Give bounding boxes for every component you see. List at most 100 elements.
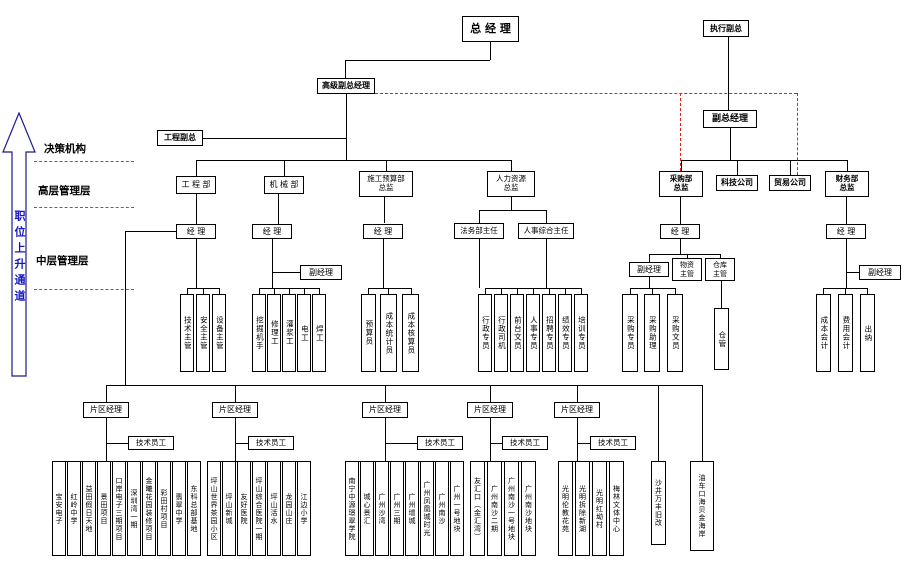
connector-line bbox=[680, 239, 681, 254]
connector-line bbox=[106, 443, 128, 444]
role-personnel-specialist: 人事专员 bbox=[526, 294, 540, 372]
project-site-box: 彩田村项目 bbox=[157, 461, 171, 556]
project-site-box: 坪山活水 bbox=[267, 461, 281, 556]
tech-company-box: 科技公司 bbox=[716, 175, 758, 191]
role-admin-specialist: 行政专员 bbox=[478, 294, 492, 372]
project-site-box: 广州三期 bbox=[390, 461, 404, 556]
manager-machinery-box: 经 理 bbox=[252, 224, 292, 239]
connector-line bbox=[479, 239, 480, 288]
connector-line bbox=[196, 160, 197, 176]
role-cost-statistician: 成本统计员 bbox=[380, 294, 397, 372]
connector-line bbox=[388, 288, 389, 294]
role-performance-specialist: 绩效专员 bbox=[558, 294, 572, 372]
connector-line bbox=[823, 288, 824, 294]
project-site-box: 友汇口（金汇湾） bbox=[470, 461, 485, 556]
connector-line bbox=[203, 138, 346, 139]
project-site-box: 友好医院 bbox=[237, 461, 251, 556]
role-cost-accountant: 成本会计 bbox=[816, 294, 831, 372]
connector-line bbox=[479, 210, 546, 211]
connector-line bbox=[675, 288, 676, 294]
connector-line bbox=[235, 385, 236, 402]
project-site-box: 江边小学 bbox=[297, 461, 311, 556]
role-training-specialist: 培训专员 bbox=[574, 294, 588, 372]
connector-line bbox=[681, 160, 847, 161]
connector-line bbox=[501, 288, 502, 294]
connector-line bbox=[106, 385, 702, 386]
role-purchasing-specialist: 采购专员 bbox=[622, 294, 638, 372]
project-site-box: 光明拆除新湖 bbox=[575, 461, 590, 556]
connector-line bbox=[549, 288, 550, 294]
role-equipment-supervisor: 设备主管 bbox=[212, 294, 226, 372]
connector-line bbox=[385, 418, 386, 461]
engineering-vp-box: 工程副总 bbox=[157, 130, 203, 146]
connector-line bbox=[235, 443, 248, 444]
connector-line bbox=[272, 272, 300, 273]
project-site-box: 金曦花园装修项目 bbox=[142, 461, 156, 556]
machinery-dept-box: 机 械 部 bbox=[264, 176, 304, 194]
connector-line bbox=[385, 385, 386, 402]
project-site-box: 梅林文体中心 bbox=[609, 461, 624, 556]
manager-finance-box: 经 理 bbox=[826, 224, 866, 239]
connector-line bbox=[845, 288, 846, 294]
project-site-box: 红岭中学 bbox=[67, 461, 81, 556]
connector-line bbox=[565, 288, 566, 294]
role-welder: 焊工 bbox=[312, 294, 326, 372]
connector-line bbox=[511, 197, 512, 210]
connector-line bbox=[187, 288, 188, 294]
zone-manager-box: 片区经理 bbox=[362, 402, 408, 418]
project-site-box: 光明红坳村 bbox=[592, 461, 607, 556]
connector-line bbox=[368, 288, 411, 289]
role-electrician: 电工 bbox=[297, 294, 311, 372]
promotion-channel-label: 职位上升通道 bbox=[13, 210, 26, 306]
connector-line bbox=[737, 160, 738, 175]
zone-manager-box: 片区经理 bbox=[212, 402, 258, 418]
role-cost-accountant-clerk: 成本核算员 bbox=[402, 294, 419, 372]
connector-line bbox=[235, 418, 236, 461]
project-site-box: 龙园山庄 bbox=[282, 461, 296, 556]
connector-line bbox=[386, 160, 387, 171]
connector-line bbox=[485, 288, 486, 294]
zone-manager-box: 片区经理 bbox=[83, 402, 129, 418]
connector-line bbox=[546, 210, 547, 223]
deputy-manager-finance-box: 副经理 bbox=[859, 265, 901, 280]
connector-line bbox=[680, 197, 681, 224]
layer-separator-line bbox=[34, 289, 134, 290]
project-site-box: 广州南沙 bbox=[435, 461, 449, 556]
deputy-manager-purchasing-box: 副经理 bbox=[629, 262, 669, 277]
role-repair-worker: 修理工 bbox=[267, 294, 281, 372]
connector-line bbox=[319, 288, 320, 294]
connector-line bbox=[259, 288, 260, 294]
connector-line bbox=[577, 385, 578, 402]
project-site-box: 城心景汇 bbox=[360, 461, 374, 556]
connector-line bbox=[383, 239, 384, 288]
purchasing-director-box: 采购部 总监 bbox=[659, 171, 703, 197]
personnel-admin-chief-box: 人事综合主任 bbox=[518, 223, 574, 239]
engineering-dept-box: 工 程 部 bbox=[176, 176, 216, 194]
connector-line bbox=[490, 385, 491, 402]
project-site-box: 油车口海贝金海岸 bbox=[690, 461, 714, 551]
finance-director-box: 财务部 总监 bbox=[825, 171, 869, 197]
manager-budget-box: 经 理 bbox=[363, 224, 403, 239]
tech-staff-box: 技术员工 bbox=[502, 436, 548, 450]
role-recruiting-specialist: 招聘专员 bbox=[542, 294, 556, 372]
project-site-box: 广州南沙一号地块 bbox=[504, 461, 519, 556]
connector-line bbox=[125, 231, 126, 385]
connector-line bbox=[577, 418, 578, 461]
connector-line bbox=[274, 288, 275, 294]
connector-line bbox=[278, 194, 279, 224]
role-excavator-operator: 挖掘机手 bbox=[252, 294, 266, 372]
project-site-box: 广州凤凰城时光 bbox=[420, 461, 434, 556]
project-site-box: 景田项目 bbox=[97, 461, 111, 556]
connector-line bbox=[846, 239, 847, 288]
connector-line bbox=[490, 443, 502, 444]
role-front-desk-clerk: 前台文员 bbox=[510, 294, 524, 372]
connector-line bbox=[721, 281, 722, 308]
connector-line bbox=[125, 231, 176, 232]
connector-line bbox=[304, 288, 305, 294]
connector-line bbox=[730, 128, 731, 160]
connector-line bbox=[649, 254, 650, 262]
zone-manager-box: 片区经理 bbox=[467, 402, 513, 418]
role-tech-supervisor: 技术主管 bbox=[180, 294, 194, 372]
connector-line bbox=[652, 288, 653, 294]
